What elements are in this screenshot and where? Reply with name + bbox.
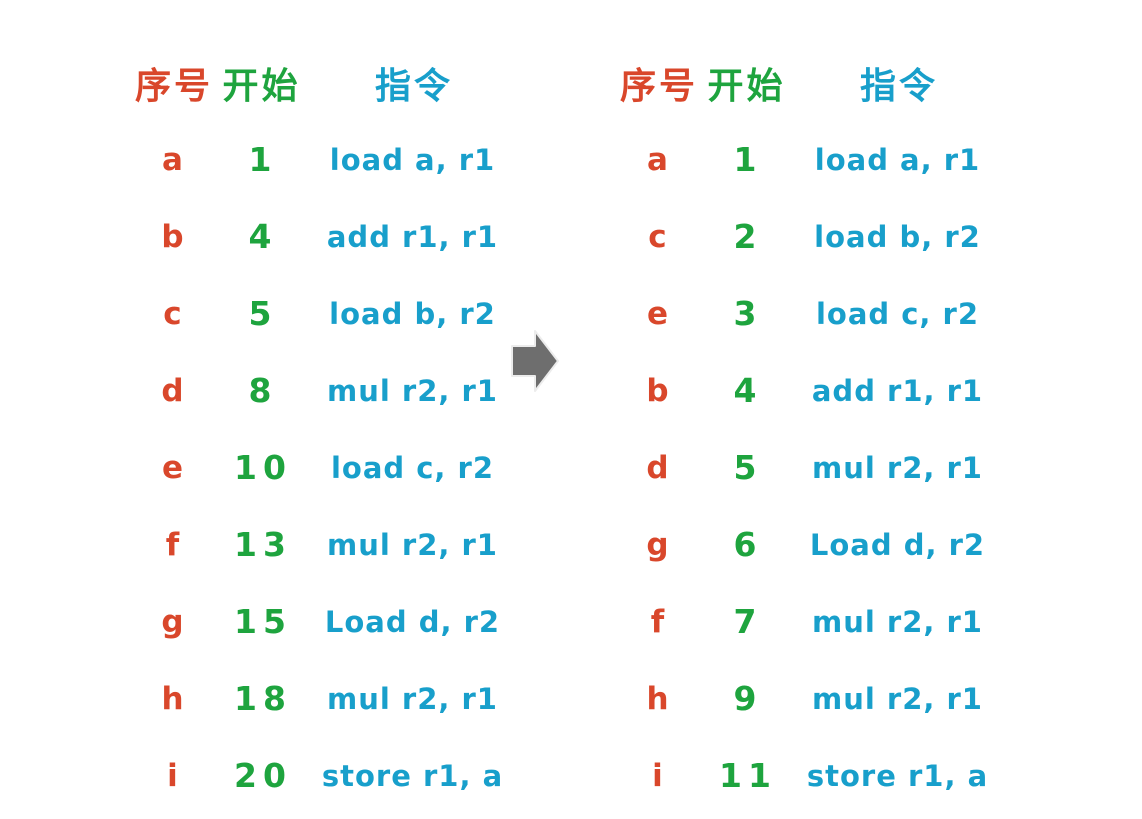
row-instruction-cell: load b, r2: [329, 296, 496, 331]
row-instruction-cell: mul r2, r1: [812, 681, 983, 716]
row-start-cell: 1: [733, 140, 763, 179]
header-start: 开始: [707, 65, 786, 107]
row-instruction-cell: add r1, r1: [326, 219, 499, 254]
row-instruction-cell: load c, r2: [330, 450, 495, 485]
row-start-cell: 5: [248, 294, 278, 333]
row-id-cell: b: [646, 372, 669, 409]
row-id-cell: c: [648, 218, 667, 255]
row-instruction-cell: load a, r1: [814, 142, 981, 177]
row-instruction-cell: load c, r2: [815, 296, 980, 331]
row-instruction-cell: load a, r1: [329, 142, 496, 177]
right-arrow-icon: [511, 330, 559, 392]
row-id-cell: e: [161, 449, 184, 486]
schedule-table-before: 序号 开始 指令 a 1 load a, r1 b 4 add r1, r1 c 5 load …: [130, 44, 520, 814]
row-id-cell: a: [162, 141, 183, 178]
row-start-cell: 8: [248, 371, 278, 410]
row-id-cell: d: [161, 372, 184, 409]
row-id-cell: f: [650, 603, 665, 640]
header-instruction: 指令: [374, 65, 453, 107]
row-instruction-cell: store r1, a: [806, 758, 989, 793]
row-instruction-cell: mul r2, r1: [327, 373, 498, 408]
row-start-cell: 11: [719, 756, 777, 795]
row-start-cell: 10: [234, 448, 292, 487]
row-start-cell: 4: [248, 217, 278, 256]
row-start-cell: 20: [234, 756, 292, 795]
row-start-cell: 3: [733, 294, 763, 333]
row-id-cell: d: [646, 449, 669, 486]
row-id-cell: c: [163, 295, 182, 332]
row-start-cell: 4: [733, 371, 763, 410]
row-instruction-cell: mul r2, r1: [812, 450, 983, 485]
row-start-cell: 15: [234, 602, 292, 641]
row-start-cell: 18: [234, 679, 292, 718]
header-id: 序号: [134, 65, 213, 107]
row-id-cell: b: [161, 218, 184, 255]
row-instruction-cell: Load d, r2: [809, 527, 986, 562]
row-start-cell: 13: [234, 525, 292, 564]
row-id-cell: f: [165, 526, 180, 563]
row-start-cell: 5: [733, 448, 763, 487]
row-id-cell: e: [646, 295, 669, 332]
row-instruction-cell: Load d, r2: [324, 604, 501, 639]
header-id: 序号: [619, 65, 698, 107]
header-start: 开始: [222, 65, 301, 107]
row-instruction-cell: mul r2, r1: [812, 604, 983, 639]
row-start-cell: 1: [248, 140, 278, 179]
row-start-cell: 6: [733, 525, 763, 564]
row-id-cell: i: [167, 757, 178, 794]
row-instruction-cell: mul r2, r1: [327, 681, 498, 716]
row-id-cell: a: [647, 141, 668, 178]
header-instruction: 指令: [859, 65, 938, 107]
row-id-cell: g: [161, 603, 184, 640]
row-id-cell: i: [652, 757, 663, 794]
row-start-cell: 2: [733, 217, 763, 256]
schedule-table-after: 序号 开始 指令 a 1 load a, r1 c 2 load b, r2 e 3 load …: [615, 44, 1005, 814]
row-instruction-cell: load b, r2: [814, 219, 981, 254]
row-start-cell: 7: [733, 602, 763, 641]
row-start-cell: 9: [733, 679, 763, 718]
row-instruction-cell: add r1, r1: [811, 373, 984, 408]
row-id-cell: g: [646, 526, 669, 563]
row-instruction-cell: mul r2, r1: [327, 527, 498, 562]
row-id-cell: h: [646, 680, 669, 717]
row-instruction-cell: store r1, a: [321, 758, 504, 793]
row-id-cell: h: [161, 680, 184, 717]
